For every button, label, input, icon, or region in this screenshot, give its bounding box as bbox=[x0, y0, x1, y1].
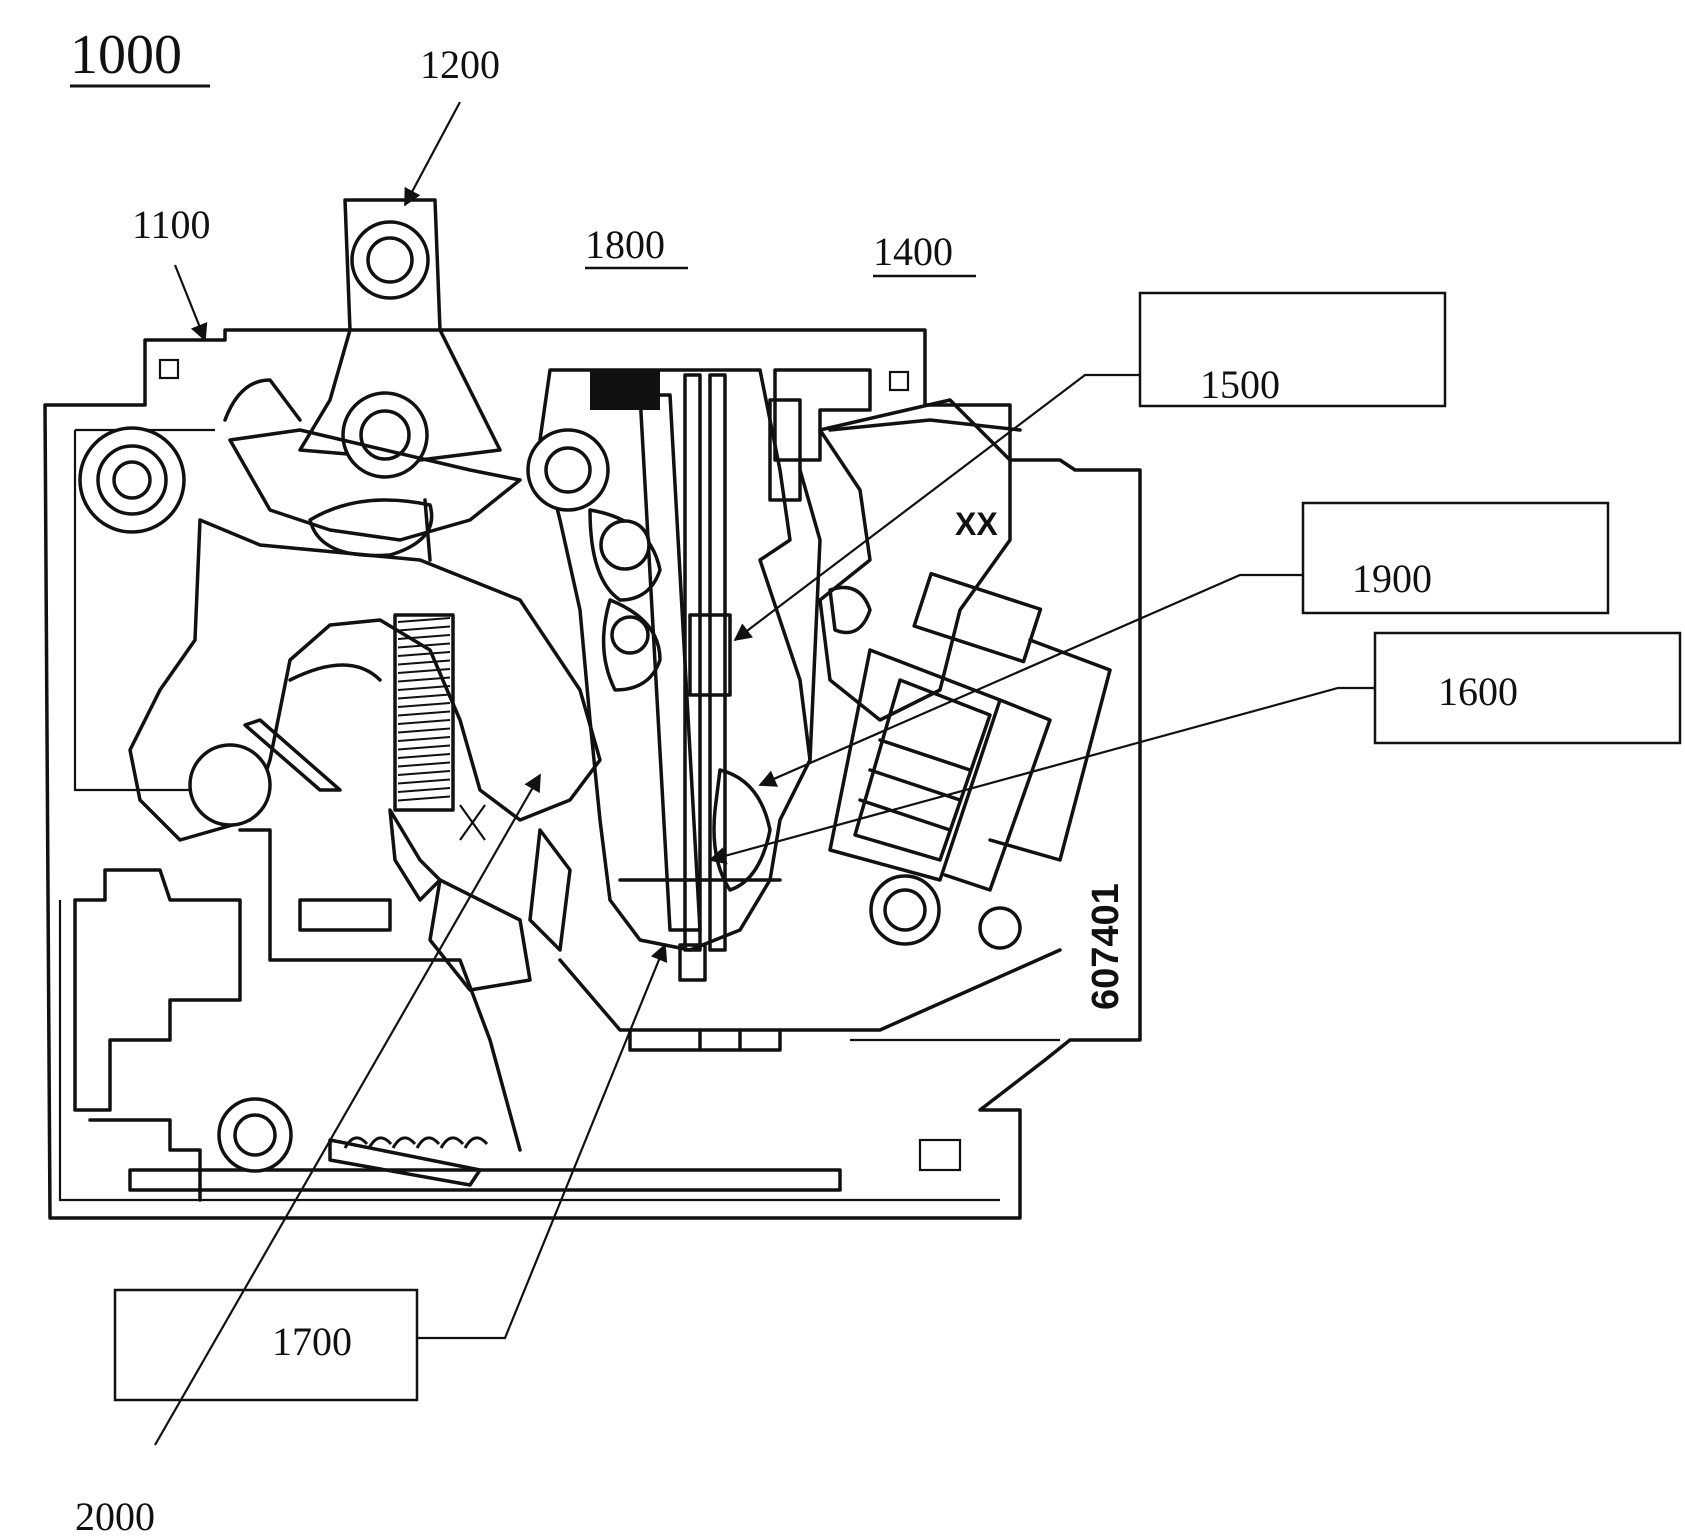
label-1200: 1200 bbox=[420, 42, 500, 87]
label-1800: 1800 bbox=[585, 222, 665, 267]
spring-coil bbox=[398, 720, 450, 724]
mark-x bbox=[460, 805, 485, 840]
spring-coil bbox=[398, 661, 450, 665]
spring-coil bbox=[398, 763, 450, 767]
spring-coil bbox=[398, 746, 450, 750]
spring-coil bbox=[398, 797, 450, 801]
label-1500: 1500 bbox=[1200, 362, 1280, 407]
label-1100: 1100 bbox=[132, 202, 211, 247]
box-1900 bbox=[1303, 503, 1608, 613]
spring-coil bbox=[398, 712, 450, 716]
spring-coil bbox=[398, 780, 450, 784]
mark-xx: XX bbox=[955, 506, 998, 542]
leader-1600 bbox=[710, 688, 1375, 860]
spring-coil bbox=[398, 703, 450, 707]
spring-coil bbox=[398, 754, 450, 758]
spring-coil bbox=[398, 652, 450, 656]
arc-chute-plate bbox=[369, 1138, 391, 1148]
spring-coil bbox=[398, 771, 450, 775]
arc-chute-plate bbox=[417, 1138, 439, 1148]
box-1700 bbox=[115, 1290, 417, 1400]
spring-coil bbox=[398, 695, 450, 699]
spring-coil bbox=[398, 669, 450, 673]
left-pivot bbox=[80, 428, 184, 532]
figure-number: 1000 bbox=[70, 24, 182, 86]
body-stamp: 607401 bbox=[1085, 883, 1127, 1010]
spring-coil bbox=[398, 788, 450, 792]
box-1500 bbox=[1140, 293, 1445, 406]
label-1400: 1400 bbox=[873, 229, 953, 274]
arc-chute-plate bbox=[441, 1138, 463, 1148]
magnetic-assembly bbox=[560, 370, 1110, 1050]
spring-coil bbox=[398, 686, 450, 690]
spring-coil bbox=[398, 627, 450, 631]
leader-1500 bbox=[735, 375, 1140, 640]
label-2000: 2000 bbox=[75, 1494, 155, 1538]
spring-coil bbox=[398, 737, 450, 741]
arrow-1200 bbox=[405, 102, 460, 205]
box-1600 bbox=[1375, 633, 1680, 743]
spring-coil bbox=[398, 618, 450, 622]
arc-chute-plate bbox=[465, 1138, 487, 1148]
arrow-1100 bbox=[175, 265, 205, 340]
label-1700: 1700 bbox=[272, 1319, 352, 1364]
arc-chute-plate bbox=[393, 1138, 415, 1148]
trip-spring bbox=[390, 615, 453, 900]
label-1600: 1600 bbox=[1438, 669, 1518, 714]
label-1900: 1900 bbox=[1352, 556, 1432, 601]
leader-1700 bbox=[417, 945, 665, 1338]
spring-coil bbox=[398, 729, 450, 733]
